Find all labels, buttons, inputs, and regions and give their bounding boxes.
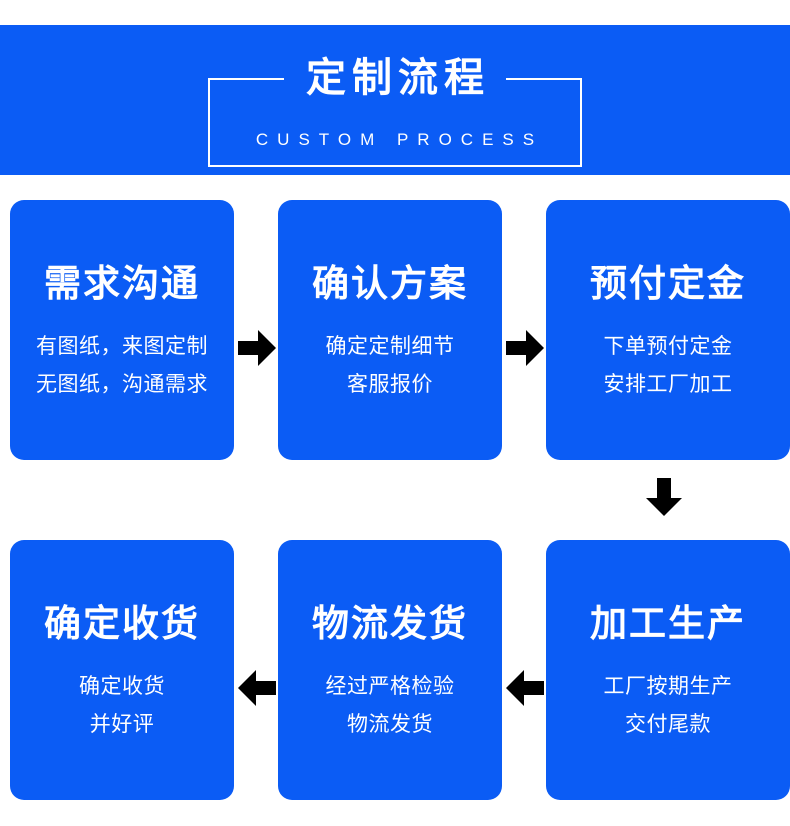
- page-title: 定制流程: [284, 53, 506, 103]
- flow-card-title: 确认方案: [312, 263, 468, 304]
- flow-card-title: 加工生产: [590, 603, 746, 644]
- flow-card-step-5[interactable]: 物流发货 经过严格检验 物流发货: [278, 540, 502, 800]
- page-subtitle: CUSTOM PROCESS: [255, 130, 544, 149]
- flow-card-line: 安排工厂加工: [603, 373, 733, 396]
- flow-card-step-1[interactable]: 需求沟通 有图纸，来图定制 无图纸，沟通需求: [10, 200, 234, 460]
- header-banner: 定制流程 CUSTOM PROCESS: [0, 25, 790, 175]
- flow-card-description: 工厂按期生产 交付尾款: [604, 668, 733, 744]
- arrow-right-icon: [238, 330, 276, 366]
- flow-card-description: 下单预付定金 安排工厂加工: [604, 328, 733, 404]
- flow-card-line: 物流发货: [347, 713, 433, 736]
- flow-card-line: 客服报价: [347, 373, 433, 396]
- flow-card-line: 无图纸，沟通需求: [36, 373, 208, 396]
- flow-card-line: 交付尾款: [625, 713, 711, 736]
- flow-card-line: 工厂按期生产: [603, 675, 733, 698]
- flow-card-title: 预付定金: [590, 263, 746, 304]
- arrow-right-icon: [506, 330, 544, 366]
- flow-card-description: 确定定制细节 客服报价: [326, 328, 455, 404]
- flow-card-step-6[interactable]: 确定收货 确定收货 并好评: [10, 540, 234, 800]
- flow-card-line: 确定定制细节: [325, 335, 455, 358]
- flow-card-title: 需求沟通: [44, 263, 200, 304]
- arrow-left-icon: [238, 670, 276, 706]
- arrow-down-icon: [646, 478, 682, 516]
- flow-card-step-3[interactable]: 预付定金 下单预付定金 安排工厂加工: [546, 200, 790, 460]
- flow-card-line: 下单预付定金: [603, 335, 733, 358]
- flow-card-title: 确定收货: [44, 603, 200, 644]
- arrow-left-icon: [506, 670, 544, 706]
- flow-card-line: 有图纸，来图定制: [36, 335, 208, 358]
- flow-card-description: 有图纸，来图定制 无图纸，沟通需求: [36, 328, 208, 404]
- flow-card-description: 经过严格检验 物流发货: [326, 668, 455, 744]
- flow-card-line: 确定收货: [79, 675, 165, 698]
- flow-card-title: 物流发货: [312, 603, 468, 644]
- flow-card-line: 经过严格检验: [325, 675, 455, 698]
- flow-card-line: 并好评: [89, 713, 155, 736]
- flow-card-step-2[interactable]: 确认方案 确定定制细节 客服报价: [278, 200, 502, 460]
- flow-card-step-4[interactable]: 加工生产 工厂按期生产 交付尾款: [546, 540, 790, 800]
- flow-card-description: 确定收货 并好评: [79, 668, 165, 744]
